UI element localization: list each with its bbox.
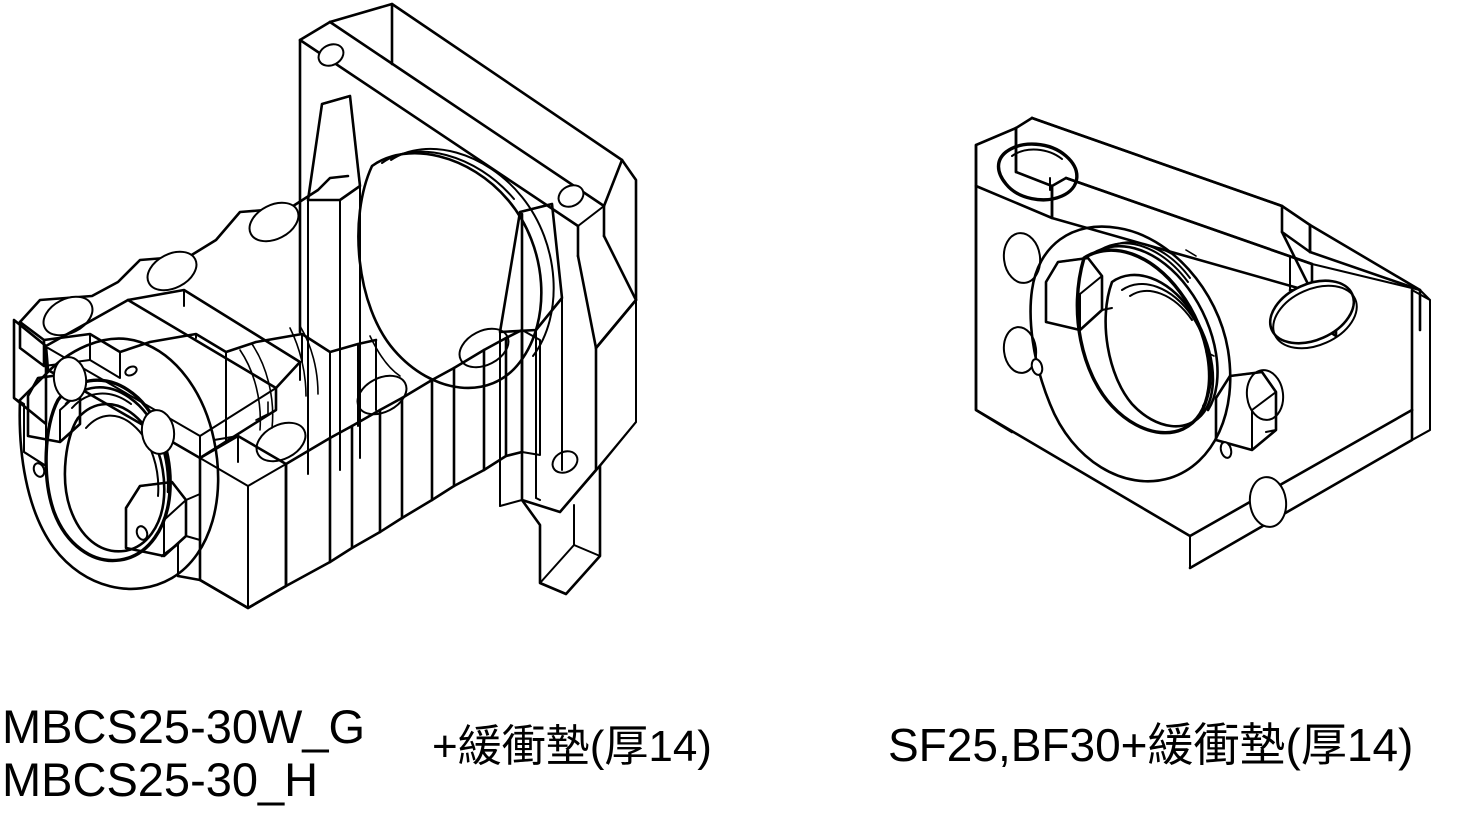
- left-part-group: [12, 2, 638, 610]
- left-caption-line-1: MBCS25-30W_G: [2, 700, 366, 753]
- right-part-caption: SF25,BF30+緩衝墊(厚14): [888, 719, 1414, 771]
- left-caption-line-2: MBCS25-30_H: [2, 753, 319, 806]
- middle-caption: +緩衝墊(厚14): [432, 722, 712, 771]
- right-part-group: [974, 116, 1431, 570]
- left-part-caption: MBCS25-30W_G MBCS25-30_H: [2, 700, 365, 806]
